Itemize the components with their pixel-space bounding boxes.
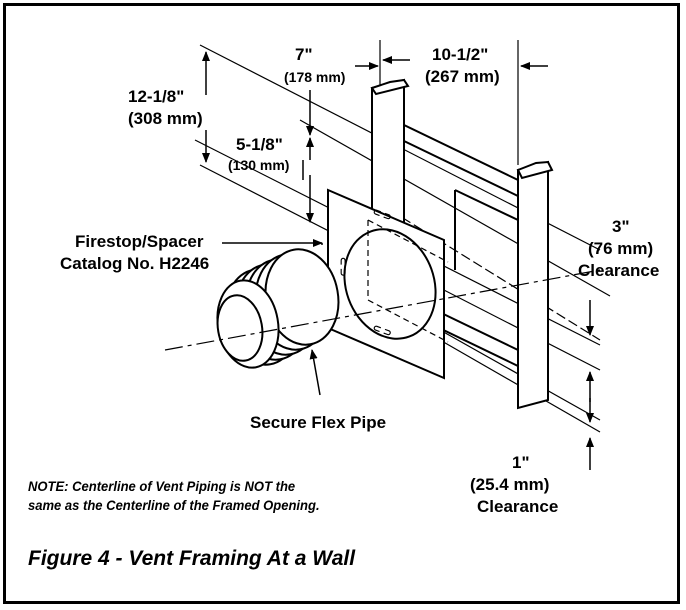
dim-7-label: 7" bbox=[295, 45, 313, 64]
flex-pipe-label: Secure Flex Pipe bbox=[250, 413, 386, 432]
dim-3-label: 3" bbox=[612, 217, 630, 236]
hidden-outline bbox=[367, 219, 449, 343]
clearance-top-label: Clearance bbox=[578, 261, 659, 280]
dimension-arrows bbox=[202, 51, 594, 470]
vent-centerline-note: NOTE: Centerline of Vent Piping is NOT t… bbox=[28, 477, 320, 515]
dim-1-label: 1" bbox=[512, 453, 530, 472]
firestop-label-line2: Catalog No. H2246 bbox=[60, 254, 209, 273]
figure-caption: Figure 4 - Vent Framing At a Wall bbox=[28, 547, 356, 570]
dim-5-125-label: 5-1/8" bbox=[236, 135, 283, 154]
dim-12-125-label: 12-1/8" bbox=[128, 87, 184, 106]
pipe-centerline bbox=[164, 269, 601, 351]
firestop-label-line1: Firestop/Spacer bbox=[75, 232, 204, 251]
dim-1-mm-label: (25.4 mm) bbox=[470, 475, 549, 494]
dim-3-mm-label: (76 mm) bbox=[588, 239, 653, 258]
firestop-plate: ⊂ ⊃ ⊂ ⊃ ⊂ ⊃ bbox=[327, 188, 445, 380]
dim-10-5-label: 10-1/2" bbox=[432, 45, 488, 64]
note-line-2: same as the Centerline of the Framed Ope… bbox=[28, 497, 320, 513]
note-line-1: NOTE: Centerline of Vent Piping is NOT t… bbox=[28, 478, 296, 494]
flex-pipe bbox=[216, 248, 340, 369]
svg-text:⊂ ⊃: ⊂ ⊃ bbox=[337, 257, 348, 277]
dim-5-125-mm-label: (130 mm) bbox=[228, 157, 289, 173]
dim-7-mm-label: (178 mm) bbox=[284, 69, 345, 85]
dim-12-125-mm-label: (308 mm) bbox=[128, 109, 203, 128]
clearance-bottom-label: Clearance bbox=[477, 497, 558, 516]
dim-10-5-mm-label: (267 mm) bbox=[425, 67, 500, 86]
